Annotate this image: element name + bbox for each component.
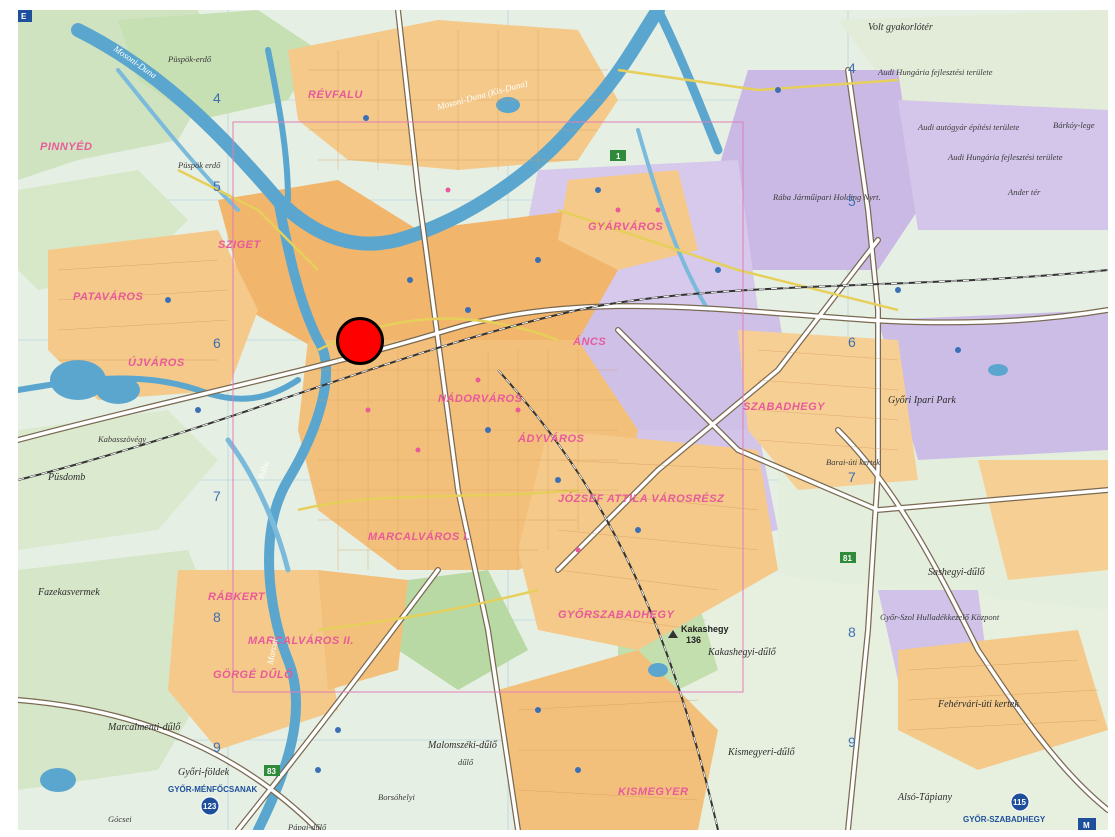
district-label: NÁDORVÁROS [438, 392, 523, 405]
corner-letter: E [21, 12, 27, 21]
district-label: KISMEGYER [618, 786, 689, 798]
inset-frame [232, 121, 744, 693]
river-label: Marcal [265, 637, 280, 666]
grid-number: 4 [848, 60, 856, 76]
district-label: GYÁRVÁROS [588, 220, 664, 233]
district-label: JÓZSEF ATTILA VÁROSRÉSZ [558, 492, 725, 505]
place-label: Pápai-dűlő [287, 822, 327, 830]
svg-text:83: 83 [267, 767, 276, 776]
place-label: Bárkóy-lege [1053, 120, 1095, 130]
urban-areas [48, 20, 1108, 830]
district-label: PATAVÁROS [73, 290, 143, 303]
place-label: Kakashegyi-dűlő [707, 647, 777, 658]
svg-text:115: 115 [1013, 798, 1026, 807]
lakes [40, 97, 1008, 792]
place-label: Rába Járműipari Holding Nyrt. [772, 192, 881, 202]
place-label: Püspök-erdő [167, 54, 212, 64]
district-label: GYŐRSZABADHEGY [558, 608, 676, 621]
place-label: Fazekasvermek [37, 587, 100, 598]
district-label: ÁNCS [572, 335, 606, 348]
district-label: SZABADHEGY [743, 401, 826, 413]
district-label: RÁBKERT [208, 590, 266, 603]
street-grid [57, 30, 1099, 801]
city-map[interactable]: RÉVFALU PINNYÉD SZIGET PATAVÁROS ÚJVÁROS… [18, 10, 1108, 830]
grid-numbers: 4 4 5 5 6 6 7 7 8 8 9 9 [213, 60, 856, 755]
place-label: Alsó-Tápiany [897, 792, 952, 803]
place-label: Barai-úti kertek [826, 457, 880, 467]
exit-label: GYŐR-SZABADHEGY [963, 815, 1046, 824]
grid-number: 8 [213, 609, 221, 625]
svg-text:123: 123 [203, 802, 217, 811]
grid-number: 7 [213, 488, 221, 504]
grid-number: 5 [848, 193, 856, 209]
road-shield-m: M [1078, 818, 1096, 830]
road-shield-83: 83 [264, 765, 280, 776]
grid-number: 8 [848, 624, 856, 640]
corner-labels: E GYŐR-MÉNFŐCSANAK GYŐR-SZABADHEGY [18, 10, 1046, 824]
place-label: Püsdomb [47, 472, 85, 483]
place-label: Audi Hungária fejlesztési területe [947, 152, 1063, 162]
place-label: Ander tér [1007, 187, 1041, 197]
place-label: Volt gyakorlótér [868, 22, 933, 33]
road-shields: 123 115 81 83 1 [200, 150, 1096, 830]
place-label: Marcalmenti-dűlő [107, 722, 181, 733]
hill-name: Kakashegy [681, 624, 729, 634]
place-label: Fehérvári-úti kertek [937, 699, 1019, 710]
road-shield-115: 115 [1010, 792, 1030, 812]
place-label: Gócsei [108, 814, 132, 824]
road-shield-123: 123 [200, 796, 220, 816]
grid-number: 5 [213, 178, 221, 194]
grid-number: 4 [213, 90, 221, 106]
poi-markers [165, 87, 961, 773]
secondary-roads [177, 68, 899, 632]
road-shield-81: 81 [840, 552, 856, 563]
hill-elevation: 136 [686, 635, 701, 645]
place-label: Győr-Szol Hulladékkezelő Központ [880, 612, 1000, 622]
map-frame[interactable]: RÉVFALU PINNYÉD SZIGET PATAVÁROS ÚJVÁROS… [18, 10, 1108, 830]
hill-marker: Kakashegy 136 [668, 624, 729, 645]
grid-number: 9 [213, 739, 221, 755]
svg-text:81: 81 [843, 554, 852, 563]
exit-label: GYŐR-MÉNFŐCSANAK [168, 785, 258, 794]
poi-markers-pink [365, 187, 661, 553]
place-label: Audi Hungária fejlesztési területe [877, 67, 993, 77]
grid-number: 7 [848, 469, 856, 485]
place-label: Püspök erdő [177, 160, 221, 170]
district-label: SZIGET [218, 239, 262, 251]
district-label: RÉVFALU [308, 88, 363, 101]
railway [18, 269, 1108, 830]
grid-number: 9 [848, 734, 856, 750]
district-label: ÚJVÁROS [128, 356, 185, 369]
place-label: Borsóhelyi [378, 792, 415, 802]
place-label: Győri Ipari Park [888, 395, 956, 406]
place-label: Sashegyi-dűlő [928, 567, 986, 578]
location-marker[interactable] [336, 317, 384, 365]
district-label: MARCALVÁROS I. [368, 530, 470, 543]
road-shield-1: 1 [610, 150, 626, 161]
place-label: Kabasszövégy [97, 434, 146, 444]
svg-text:M: M [1083, 821, 1090, 830]
place-labels: Volt gyakorlótér Audi Hungária fejleszté… [37, 22, 1095, 830]
grid-number: 6 [213, 335, 221, 351]
district-label: PINNYÉD [40, 140, 92, 153]
place-label: Kismegyeri-dűlő [727, 747, 796, 758]
svg-text:1: 1 [616, 152, 621, 161]
place-label: Győri-földek [178, 767, 230, 778]
district-label: ÁDYVÁROS [517, 432, 585, 445]
place-label: dűlő [458, 757, 474, 767]
district-labels: RÉVFALU PINNYÉD SZIGET PATAVÁROS ÚJVÁROS… [40, 88, 826, 798]
district-label: GÖRGÉ DŰLŐ [213, 668, 293, 681]
place-label: Audi autógyár építési területe [917, 122, 1019, 132]
grid-number: 6 [848, 334, 856, 350]
district-label: MARCALVÁROS II. [248, 634, 354, 647]
green-areas [18, 10, 1108, 830]
place-label: Malomszéki-dűlő [427, 740, 498, 751]
